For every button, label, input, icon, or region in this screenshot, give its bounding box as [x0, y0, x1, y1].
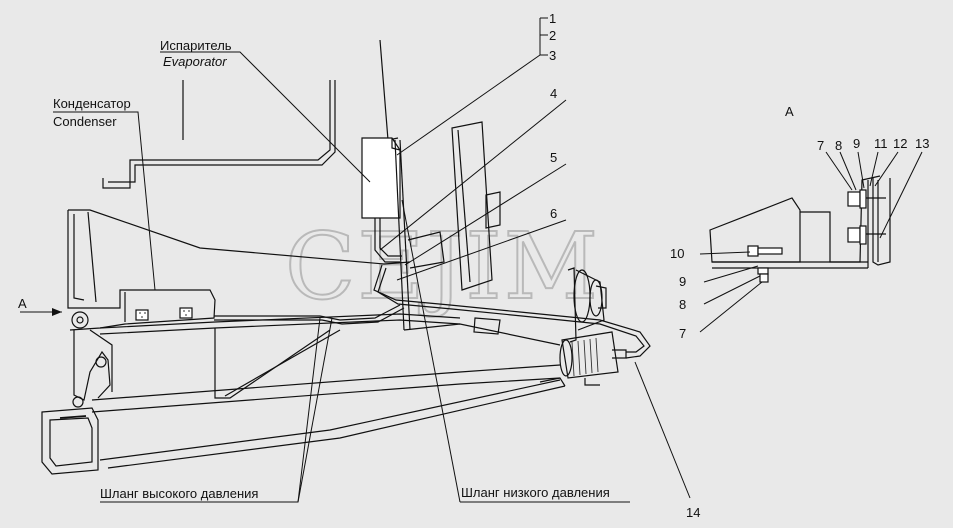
view-a-title: A	[785, 104, 794, 119]
chassis-frame	[91, 313, 566, 469]
detail-callout-7-top: 7	[817, 138, 824, 153]
callout-5: 5	[550, 150, 557, 165]
low-pressure-hose-label: Шланг низкого давления	[461, 485, 610, 500]
high-pressure-hose-label: Шланг высокого давления	[100, 486, 258, 501]
detail-callout-12: 12	[893, 136, 907, 151]
condenser-unit	[67, 209, 411, 331]
detail-callout-8-top: 8	[835, 138, 842, 153]
front-pulley-assembly	[71, 311, 113, 408]
watermark: CEJIM	[285, 213, 600, 320]
view-a-detail	[709, 175, 891, 283]
leader-lines	[20, 17, 923, 503]
detail-callout-8-bottom: 8	[679, 297, 686, 312]
evaporator-label-ru: Испаритель	[160, 38, 232, 53]
detail-callout-7-bottom: 7	[679, 326, 686, 341]
callout-14: 14	[686, 505, 700, 520]
detail-callout-9-bottom: 9	[679, 274, 686, 289]
condenser-label-en: Condenser	[53, 114, 117, 129]
detail-callout-13: 13	[915, 136, 929, 151]
callout-6: 6	[550, 206, 557, 221]
view-arrow-label: A	[18, 296, 27, 311]
cab-pillar	[394, 121, 501, 331]
condenser-label-ru: Конденсатор	[53, 96, 131, 111]
evaporator-unit	[361, 137, 402, 263]
callout-1: 1	[549, 11, 556, 26]
lower-box	[41, 407, 99, 475]
callout-2: 2	[549, 28, 556, 43]
detail-callout-11: 11	[874, 136, 888, 151]
hoses	[214, 264, 651, 359]
evaporator-label-en: Evaporator	[163, 54, 227, 69]
callout-4: 4	[550, 86, 557, 101]
detail-callout-9-top: 9	[853, 136, 860, 151]
compressor	[559, 267, 627, 386]
callout-3: 3	[549, 48, 556, 63]
detail-callout-10: 10	[670, 246, 684, 261]
